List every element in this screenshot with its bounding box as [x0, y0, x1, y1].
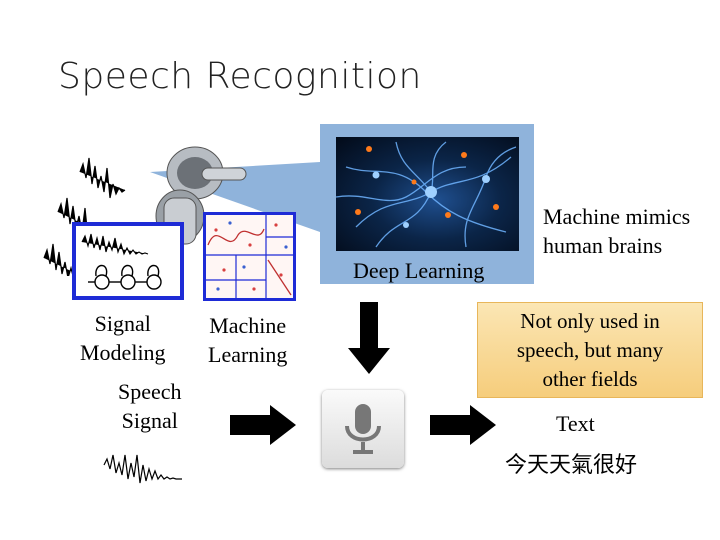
machine-learning-label: Machine Learning [208, 313, 288, 367]
signal-modeling-label: Signal Modeling [80, 311, 166, 365]
microphone-icon [345, 404, 381, 454]
slide-title: Speech Recognition [58, 56, 422, 97]
arrow-right-icon [430, 405, 496, 445]
machine-learning-box [203, 212, 296, 301]
chinese-output: 今天天氣很好 [505, 453, 638, 478]
arrow-down-icon [348, 302, 390, 374]
arrow-right-icon [230, 405, 296, 445]
note-box: Not only used in speech, but many other … [477, 302, 703, 398]
waveform [103, 454, 182, 484]
neurons-image [336, 137, 519, 251]
text-label: Text [556, 411, 595, 436]
machine-mimics-text: Machine mimics human brains [543, 204, 691, 258]
microphone-button [322, 390, 404, 468]
speech-signal-label: Speech Signal [118, 379, 182, 433]
deep-learning-label: Deep Learning [353, 258, 485, 283]
signal-modeling-box [72, 222, 184, 300]
